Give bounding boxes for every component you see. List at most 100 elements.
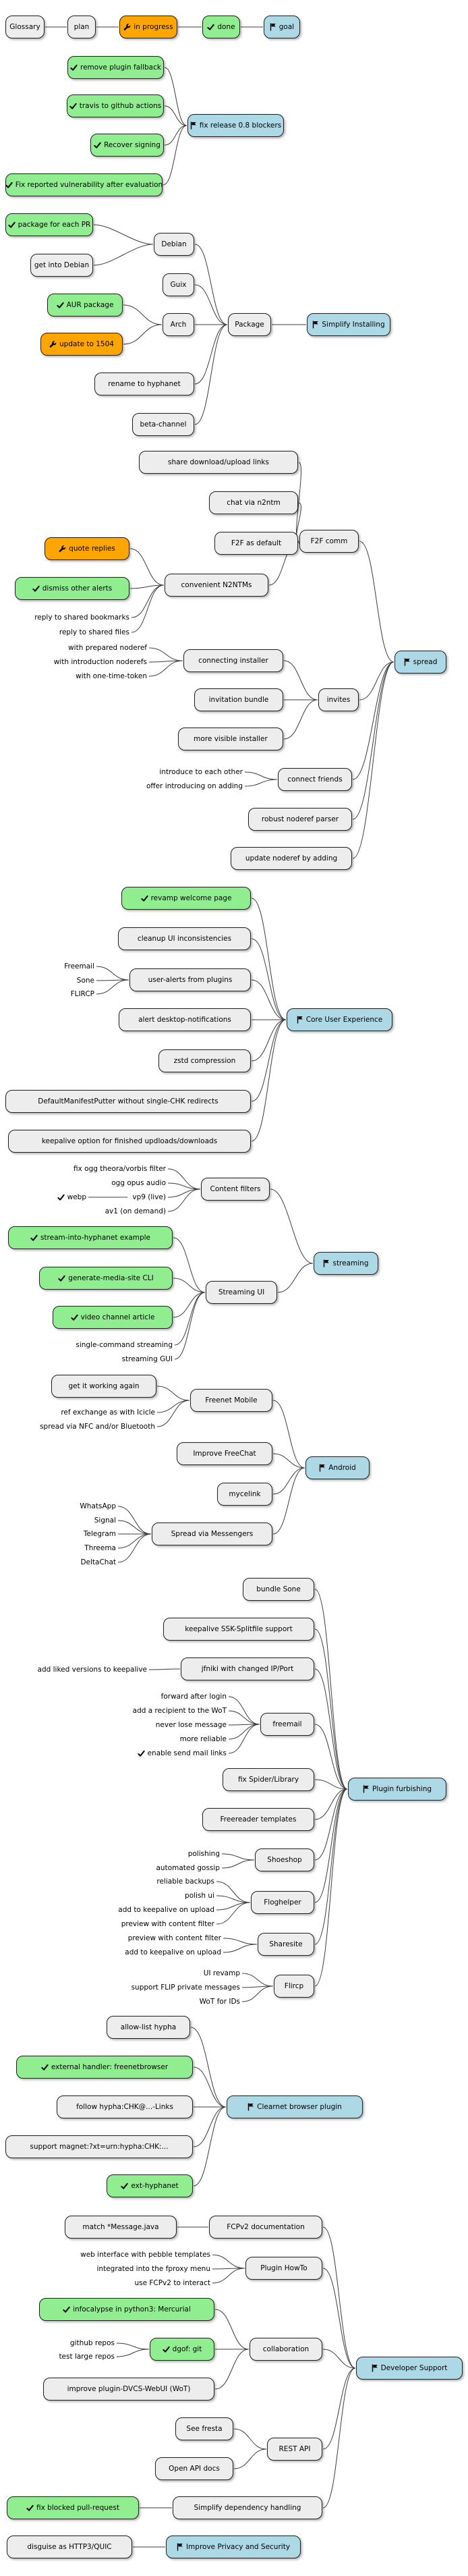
node-label: Sharesite (269, 1940, 303, 1948)
node-label: WhatsApp (80, 1502, 116, 1510)
node-working-again: get it working again (51, 1375, 156, 1398)
node-sone-label: Sone (77, 975, 94, 987)
check-icon (140, 895, 148, 902)
node-cleanup-ui: cleanup UI inconsistencies (118, 927, 251, 950)
node-label: with introduction noderefs (53, 658, 147, 666)
node-label: reply to shared bookmarks (34, 613, 129, 622)
edge-ref-exchange--freenet-mobile (156, 1400, 190, 1413)
node-quote-replies: quote replies (45, 537, 129, 560)
node-chat-n2ntm: chat via n2ntm (209, 491, 298, 514)
edge-infocalypse--collaboration (214, 2309, 250, 2350)
edge-shoeshop--plugin-furbishing (314, 1788, 348, 1861)
node-plugin-furbishing: Plugin furbishing (348, 1778, 446, 1801)
node-connecting-installer: connecting installer (183, 649, 283, 672)
node-label: plan (74, 23, 90, 31)
node-label: Content filters (210, 1185, 261, 1193)
node-label: Guix (170, 281, 187, 289)
edge-signal--messengers (117, 1520, 152, 1535)
node-label: forward after login (160, 1693, 227, 1701)
node-label: spread (413, 658, 438, 666)
node-plan: plan (67, 16, 96, 38)
check-icon (56, 302, 64, 309)
edge-allow-list--clearnet-plugin (190, 2027, 227, 2108)
node-label: done (217, 23, 235, 31)
edge-rest-api--dev-support (322, 2367, 356, 2450)
edge-send-mail-links--freemail-box (228, 1724, 260, 1754)
node-label: Streaming UI (218, 1288, 265, 1296)
edge-whatsapp--messengers (117, 1506, 152, 1535)
node-label: Improve Privacy and Security (185, 2543, 291, 2551)
node-ext-hyphanet: ext-hyphanet (107, 2174, 193, 2197)
edge-video-article--streaming-ui (173, 1292, 206, 1318)
node-label: follow hypha:CHK@...-Links (76, 2103, 173, 2111)
node-freemail-label: Freemail (64, 960, 94, 972)
node-label: freemail (272, 1720, 302, 1728)
node-ext-handler: external handler: freenetbrowser (16, 2056, 193, 2079)
node-rest-api: REST API (267, 2438, 322, 2461)
node-label: robust noderef parser (261, 815, 339, 823)
edge-flircp-box--plugin-furbishing (314, 1788, 348, 1987)
node-privacy: Improve Privacy and Security (166, 2536, 301, 2558)
node-label: support FLIP private messages (131, 1983, 240, 1992)
node-label: REST API (279, 2445, 311, 2453)
node-dismiss-alerts: dismiss other alerts (15, 577, 129, 600)
node-label: polish ui (185, 1892, 214, 1900)
node-http3: disguise as HTTP3/QUIC (7, 2536, 132, 2558)
node-release-blockers: fix release 0.8 blockers (187, 114, 284, 137)
node-nfc-bluetooth: spread via NFC and/or Bluetooth (40, 1421, 155, 1433)
edge-connect-friends--spread (352, 661, 394, 780)
wrench-icon (123, 23, 131, 31)
node-label: fix Spider/Library (237, 1776, 299, 1784)
check-icon (57, 1194, 65, 1201)
node-label: dismiss other alerts (42, 584, 113, 593)
node-label: Glossary (9, 23, 40, 31)
check-icon (70, 1314, 78, 1321)
node-label: Shoeshop (267, 1856, 302, 1864)
node-label: DefaultManifestPutter without single-CHK… (38, 1097, 218, 1105)
node-label: Spread via Messengers (171, 1530, 254, 1538)
node-label: F2F as default (231, 539, 282, 547)
node-reply-files: reply to shared files (54, 626, 129, 638)
edge-collaboration--dev-support (322, 2349, 356, 2369)
flag-icon (190, 121, 197, 130)
node-video-article: video channel article (53, 1306, 173, 1329)
node-freemail-box: freemail (260, 1713, 314, 1736)
node-wot-ids: WoT for IDs (200, 1996, 240, 2008)
node-label: AUR package (66, 301, 114, 309)
edge-recipient-wot--freemail-box (228, 1710, 260, 1725)
check-icon (207, 24, 215, 31)
node-label: Recover signing (104, 141, 160, 149)
edge-fcpv2-interact--plugin-howto (212, 2268, 245, 2284)
edge-keepalive-finished--core-ux (251, 1019, 287, 1142)
edge-offer-introducing--connect-friends (244, 779, 278, 787)
edge-debian--package (194, 244, 228, 325)
edge-fix-vulnerability--release-blockers (163, 125, 187, 186)
edge-invites--spread (359, 661, 394, 701)
node-label: preview with content filter (121, 1920, 214, 1928)
node-label: add to keepalive on upload (125, 1948, 221, 1956)
edge-plugin-howto--dev-support (322, 2268, 356, 2369)
node-spread: spread (394, 651, 446, 674)
node-connect-friends: connect friends (278, 768, 352, 791)
flag-icon (323, 1259, 330, 1267)
node-flircp-label: FLIRCP (71, 988, 94, 1000)
node-jfniki: jfniki with changed IP/Port (181, 1657, 314, 1680)
edge-rename-hyphanet--package (194, 324, 228, 385)
node-label: goal (279, 23, 295, 31)
node-label: Freemail (64, 962, 94, 970)
node-floghelper: Floghelper (251, 1891, 314, 1914)
node-label: UI revamp (203, 1969, 240, 1977)
node-label: alert desktop-notifications (138, 1016, 231, 1024)
edge-introduce-each-other--connect-friends (244, 771, 278, 780)
node-one-time-token: with one-time-token (76, 670, 147, 682)
node-label: fix ogg theora/vorbis filter (74, 1165, 166, 1173)
edge-pebble--plugin-howto (212, 2254, 245, 2269)
node-label: dgof: git (172, 2345, 202, 2353)
node-label: infocalypse in python3: Mercurial (73, 2305, 191, 2313)
node-default-manifest: DefaultManifestPutter without single-CHK… (5, 1090, 251, 1113)
node-label: Simplify dependency handling (194, 2504, 301, 2512)
edge-revamp-welcome--core-ux (251, 898, 287, 1020)
node-f2f-comm: F2F comm (299, 530, 359, 553)
node-label: never lose message (155, 1721, 227, 1729)
node-label: av1 (on demand) (105, 1207, 166, 1215)
